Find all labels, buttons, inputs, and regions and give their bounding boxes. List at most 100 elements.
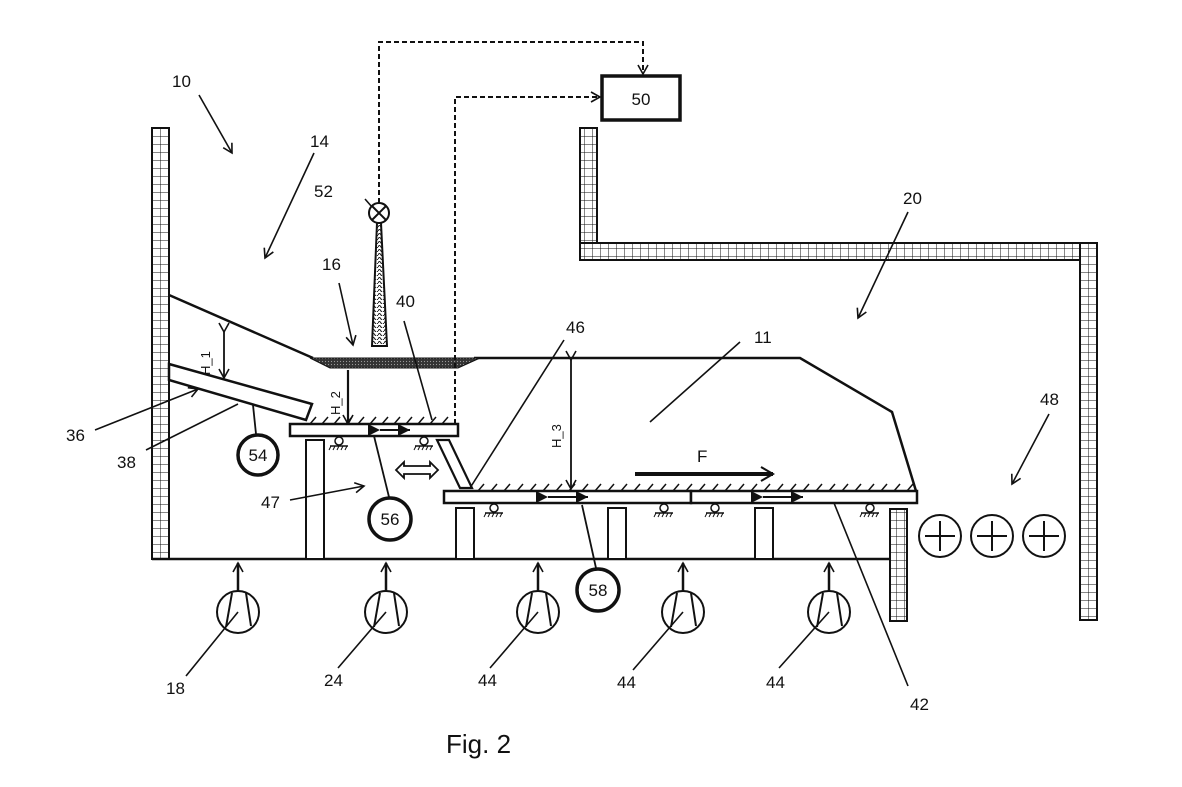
svg-text:58: 58 xyxy=(589,581,608,600)
crusher-roller xyxy=(970,514,1014,558)
label-11: 11 xyxy=(754,328,772,347)
left-wall xyxy=(151,127,170,560)
fan-icon xyxy=(778,561,851,669)
support-post xyxy=(305,439,325,560)
grate-hatch xyxy=(854,483,862,492)
grate-hatch xyxy=(490,483,498,492)
grate-hatch xyxy=(607,483,615,492)
grate-hatch xyxy=(685,483,693,492)
feed-layer xyxy=(309,357,481,369)
label-24: 24 xyxy=(324,671,343,690)
grate-hatch xyxy=(737,483,745,492)
grate-hatch xyxy=(646,483,654,492)
leader-lines xyxy=(94,94,1050,687)
roller-support xyxy=(704,503,724,518)
first-grate xyxy=(288,416,460,438)
label-44: 44 xyxy=(478,671,497,690)
hopper-wall xyxy=(168,293,314,360)
fan-icon xyxy=(185,561,260,677)
outlet-hood-wall xyxy=(579,127,1098,621)
label-38: 38 xyxy=(117,453,136,472)
grate-hatch xyxy=(672,483,680,492)
label-48: 48 xyxy=(1040,390,1059,409)
label-44: 44 xyxy=(617,673,636,692)
label-44: 44 xyxy=(766,673,785,692)
grate-hatch xyxy=(659,483,667,492)
crusher-roller xyxy=(918,514,962,558)
label-16: 16 xyxy=(322,255,341,274)
grate-hatch xyxy=(893,483,901,492)
h3-label: H_3 xyxy=(549,424,564,448)
signal-line-grate xyxy=(454,91,602,424)
grate-hatch xyxy=(620,483,628,492)
crusher-roller xyxy=(1022,514,1066,558)
sensor-beam xyxy=(370,222,389,347)
second-grate xyxy=(442,483,919,505)
fan-icon xyxy=(489,561,560,669)
grate-hatch xyxy=(633,483,641,492)
fan-icon xyxy=(337,561,408,669)
h1-label: H_1 xyxy=(198,351,213,375)
grate-hatch xyxy=(542,483,550,492)
label-42: 42 xyxy=(910,695,929,714)
drive-58: 58 xyxy=(575,504,621,613)
label-40: 40 xyxy=(396,292,415,311)
signal-line-sensor xyxy=(378,41,649,203)
label-46: 46 xyxy=(566,318,585,337)
crusher-side-wall xyxy=(889,508,908,622)
grate-hatch xyxy=(867,483,875,492)
controller-box xyxy=(600,74,682,122)
grate-hatch xyxy=(763,483,771,492)
grate-hatch xyxy=(815,483,823,492)
oscillation-arrow xyxy=(394,459,440,481)
support-post xyxy=(607,507,627,560)
grate-hatch xyxy=(503,483,511,492)
label-20: 20 xyxy=(903,189,922,208)
drive-56: 56 xyxy=(367,435,413,542)
roller-support xyxy=(653,503,673,518)
grate-hatch xyxy=(906,483,914,492)
grate-hatch xyxy=(594,483,602,492)
label-14: 14 xyxy=(310,132,329,151)
grate-hatch xyxy=(581,483,589,492)
grate-hatch xyxy=(776,483,784,492)
h2-label: H_2 xyxy=(328,391,343,415)
grate-hatch xyxy=(555,483,563,492)
svg-text:54: 54 xyxy=(249,446,268,465)
support-post xyxy=(455,507,475,560)
roller-support xyxy=(859,503,879,518)
controller-label: 50 xyxy=(632,90,651,109)
grate-hatch xyxy=(477,483,485,492)
roller-support xyxy=(483,503,503,518)
label-18: 18 xyxy=(166,679,185,698)
chute-plate xyxy=(167,362,314,422)
label-10: 10 xyxy=(172,72,191,91)
grate-hatch xyxy=(750,483,758,492)
flow-label: F xyxy=(697,447,707,466)
roller-support xyxy=(328,436,348,451)
grate-hatch xyxy=(841,483,849,492)
grate-hatch xyxy=(789,483,797,492)
grate-hatch xyxy=(802,483,810,492)
fan-icon xyxy=(632,561,705,671)
gap-element xyxy=(435,438,474,490)
label-47: 47 xyxy=(261,493,280,512)
material-bed-outline xyxy=(474,356,918,492)
grate-hatch xyxy=(724,483,732,492)
crusher-rollers xyxy=(918,514,1066,558)
roller-supports-second xyxy=(483,503,879,518)
drive-54: 54 xyxy=(236,404,280,477)
support-post xyxy=(754,507,774,560)
label-36: 36 xyxy=(66,426,85,445)
svg-text:56: 56 xyxy=(381,510,400,529)
figure-caption: Fig. 2 xyxy=(446,729,511,759)
grate-hatch xyxy=(516,483,524,492)
grate-hatch xyxy=(880,483,888,492)
grate-hatch xyxy=(698,483,706,492)
roller-support xyxy=(413,436,433,451)
grate-hatch xyxy=(529,483,537,492)
grate-hatch xyxy=(828,483,836,492)
label-52: 52 xyxy=(314,182,333,201)
grate-hatch xyxy=(711,483,719,492)
